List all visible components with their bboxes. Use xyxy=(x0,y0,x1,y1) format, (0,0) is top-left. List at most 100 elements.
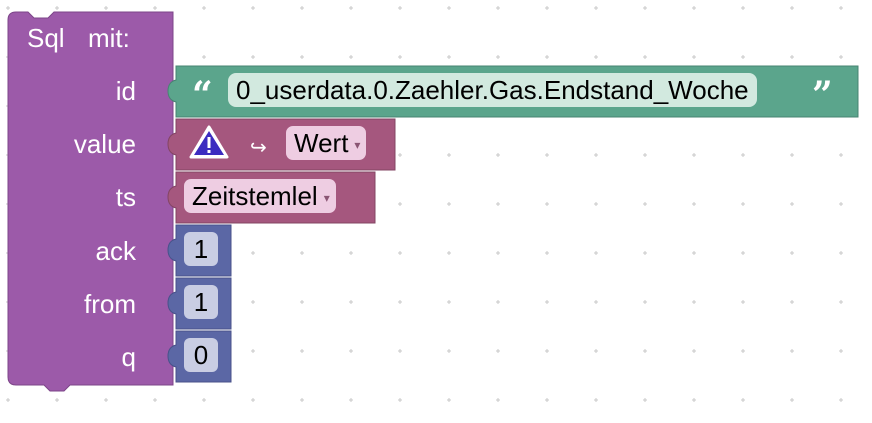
ts-dropdown-label: Zeitstemlel xyxy=(192,181,318,211)
grid-mark xyxy=(349,300,353,304)
grid-mark xyxy=(496,6,500,10)
grid-mark xyxy=(300,251,304,255)
grid-mark xyxy=(692,300,696,304)
grid-mark xyxy=(398,349,402,353)
grid-mark xyxy=(545,349,549,353)
value-dropdown-label: Wert xyxy=(294,128,349,158)
grid-mark xyxy=(790,6,794,10)
grid-mark xyxy=(643,6,647,10)
q-number-field[interactable]: 0 xyxy=(184,338,218,372)
warning-triangle-icon[interactable] xyxy=(189,125,229,159)
grid-mark xyxy=(741,6,745,10)
ack-number-field[interactable]: 1 xyxy=(184,232,218,266)
grid-mark xyxy=(55,398,59,402)
grid-mark xyxy=(55,6,59,10)
grid-mark xyxy=(790,153,794,157)
ts-input-label: ts xyxy=(115,182,136,212)
grid-mark xyxy=(398,202,402,206)
grid-mark xyxy=(251,300,255,304)
grid-mark xyxy=(6,398,10,402)
grid-mark xyxy=(643,153,647,157)
grid-mark xyxy=(447,153,451,157)
grid-mark xyxy=(839,398,843,402)
grid-mark xyxy=(300,349,304,353)
grid-mark xyxy=(447,6,451,10)
grid-mark xyxy=(741,349,745,353)
chevron-down-icon: ▾ xyxy=(323,191,330,205)
ts-dropdown[interactable]: Zeitstemlel ▾ xyxy=(184,179,336,213)
grid-mark xyxy=(839,202,843,206)
block-mit-label: mit: xyxy=(88,23,130,53)
grid-mark xyxy=(349,6,353,10)
grid-mark xyxy=(496,153,500,157)
grid-mark xyxy=(839,6,843,10)
grid-mark xyxy=(251,398,255,402)
grid-mark xyxy=(594,251,598,255)
grid-mark xyxy=(545,202,549,206)
grid-mark xyxy=(692,153,696,157)
grid-mark xyxy=(741,398,745,402)
grid-mark xyxy=(251,6,255,10)
from-input-label: from xyxy=(84,289,136,319)
grid-mark xyxy=(300,6,304,10)
ack-input-label: ack xyxy=(95,236,136,266)
id-text-field[interactable]: 0_userdata.0.Zaehler.Gas.Endstand_Woche xyxy=(228,73,757,107)
chevron-down-icon: ▾ xyxy=(354,138,361,152)
grid-mark xyxy=(545,300,549,304)
grid-mark xyxy=(398,153,402,157)
grid-mark xyxy=(496,55,500,59)
grid-mark xyxy=(692,349,696,353)
grid-mark xyxy=(643,349,647,353)
value-dropdown[interactable]: Wert ▾ xyxy=(286,126,367,160)
grid-mark xyxy=(496,398,500,402)
from-number-field[interactable]: 1 xyxy=(184,285,218,319)
grid-mark xyxy=(398,398,402,402)
grid-mark xyxy=(545,398,549,402)
grid-mark xyxy=(741,55,745,59)
grid-mark xyxy=(692,251,696,255)
grid-mark xyxy=(741,153,745,157)
close-quote-icon: ” xyxy=(812,74,833,116)
grid-mark xyxy=(349,251,353,255)
grid-mark xyxy=(545,6,549,10)
grid-mark xyxy=(839,251,843,255)
grid-mark xyxy=(496,300,500,304)
grid-mark xyxy=(349,349,353,353)
grid-mark xyxy=(153,6,157,10)
grid-mark xyxy=(594,55,598,59)
grid-mark xyxy=(790,300,794,304)
grid-mark xyxy=(300,300,304,304)
grid-mark xyxy=(349,55,353,59)
grid-mark xyxy=(104,6,108,10)
grid-mark xyxy=(594,6,598,10)
grid-mark xyxy=(839,349,843,353)
grid-mark xyxy=(104,398,108,402)
grid-mark xyxy=(790,202,794,206)
grid-mark xyxy=(202,6,206,10)
grid-mark xyxy=(202,55,206,59)
grid-mark xyxy=(545,55,549,59)
grid-mark xyxy=(594,349,598,353)
grid-mark xyxy=(594,153,598,157)
grid-mark xyxy=(251,251,255,255)
grid-mark xyxy=(790,251,794,255)
grid-mark xyxy=(202,398,206,402)
grid-mark xyxy=(251,349,255,353)
grid-mark xyxy=(349,398,353,402)
grid-mark xyxy=(839,300,843,304)
grid-mark xyxy=(594,300,598,304)
grid-mark xyxy=(300,398,304,402)
grid-mark xyxy=(643,300,647,304)
grid-mark xyxy=(6,6,10,10)
grid-mark xyxy=(692,202,696,206)
grid-mark xyxy=(839,153,843,157)
grid-mark xyxy=(594,398,598,402)
sql-block-body[interactable] xyxy=(7,11,174,392)
grid-mark xyxy=(447,202,451,206)
grid-mark xyxy=(447,349,451,353)
grid-mark xyxy=(790,55,794,59)
value-input-label: value xyxy=(73,129,136,159)
grid-mark xyxy=(790,349,794,353)
grid-mark xyxy=(741,300,745,304)
grid-mark xyxy=(300,55,304,59)
